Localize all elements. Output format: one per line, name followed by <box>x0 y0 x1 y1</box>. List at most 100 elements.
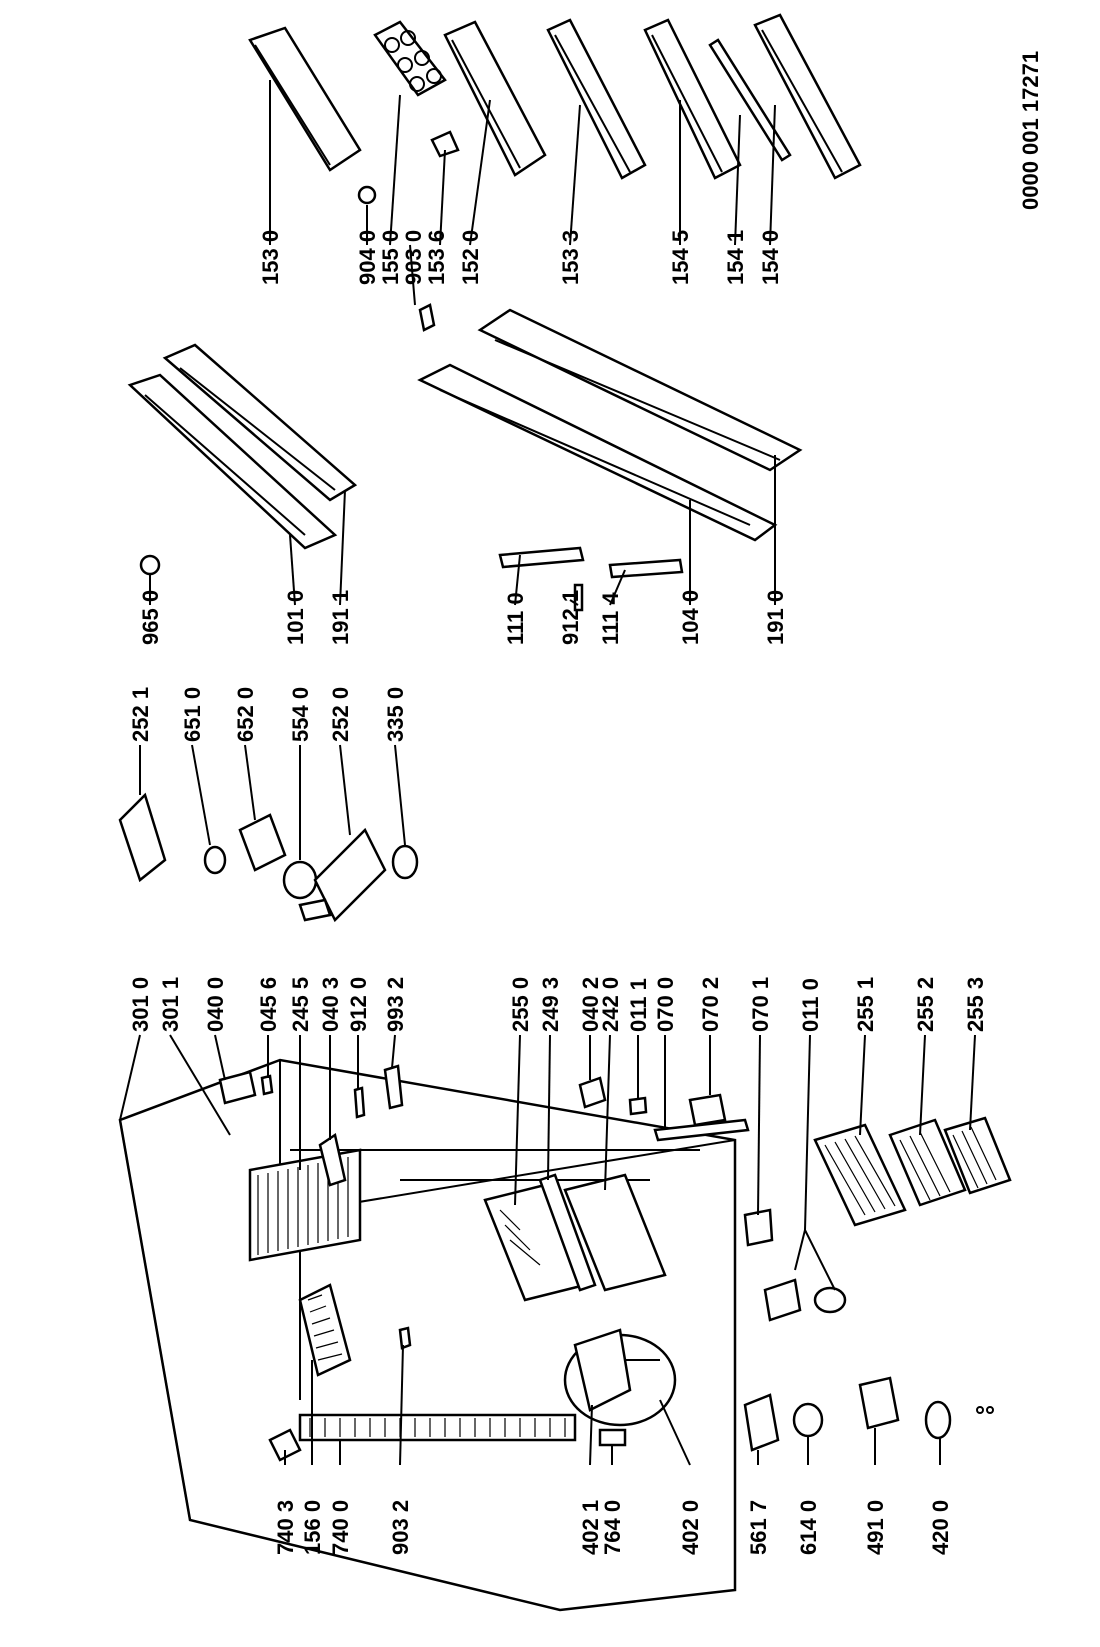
label-420-0: 420 0 <box>928 1500 953 1555</box>
label-255-1: 255 1 <box>853 977 878 1032</box>
label-652-0: 652 0 <box>233 687 258 742</box>
foot-011-0b <box>813 1286 847 1314</box>
shelf-255-1 <box>813 1123 907 1227</box>
label-651-0: 651 0 <box>180 687 205 742</box>
label-153-0: 153 0 <box>258 230 283 285</box>
label-561-7: 561 7 <box>746 1500 771 1555</box>
bracket-040-0 <box>218 1070 257 1105</box>
cover-070-2 <box>688 1093 727 1127</box>
ice-tray-156-0 <box>298 1283 352 1377</box>
label-491-0: 491 0 <box>863 1500 888 1555</box>
gasket-191-0 <box>477 308 803 472</box>
label-740-0: 740 0 <box>328 1500 353 1555</box>
screw-912-0 <box>353 1086 366 1119</box>
leader-lines <box>119 80 976 1466</box>
label-152-0: 152 0 <box>458 230 483 285</box>
kickplate-070-0 <box>653 1118 750 1142</box>
bar-154-1 <box>708 38 792 162</box>
knob-554-0 <box>282 860 318 900</box>
label-764-0: 764 0 <box>600 1500 625 1555</box>
label-111-4: 111 4 <box>598 592 623 645</box>
label-045-6: 045 6 <box>256 977 281 1032</box>
evaporator-245-5 <box>248 1148 362 1262</box>
cabinet <box>118 1058 737 1612</box>
label-111-0: 111 0 <box>503 592 528 645</box>
switch-652-0 <box>238 813 287 872</box>
bulb-651-0 <box>203 845 227 875</box>
label-154-1: 154 1 <box>723 230 748 285</box>
label-993-2: 993 2 <box>383 977 408 1032</box>
label-252-1: 252 1 <box>128 687 153 742</box>
door-bin-154-5 <box>643 18 742 180</box>
shelf-255-3 <box>943 1116 1012 1195</box>
label-011-0: 011 0 <box>798 978 823 1032</box>
label-040-3: 040 3 <box>318 977 343 1032</box>
label-402-1: 402 1 <box>578 1500 603 1555</box>
label-154-0: 154 0 <box>758 230 783 285</box>
foot-011-0a <box>763 1278 802 1322</box>
relay-614-0 <box>792 1402 824 1438</box>
freezer-door-101-0 <box>127 373 338 550</box>
egg-tray-155-0 <box>373 20 447 97</box>
label-912-1: 912 1 <box>558 590 583 645</box>
cover-491-0 <box>858 1376 900 1430</box>
part-561-7 <box>743 1393 780 1452</box>
knob-965-0 <box>139 554 161 576</box>
label-255-0: 255 0 <box>508 977 533 1032</box>
label-614-0: 614 0 <box>796 1500 821 1555</box>
label-153-6: 153 6 <box>424 230 449 285</box>
label-191-0: 191 0 <box>763 590 788 645</box>
strip-111-4 <box>608 558 684 579</box>
thermostat-335-0 <box>391 844 419 880</box>
condenser-740-0 <box>298 1413 577 1442</box>
label-156-0: 156 0 <box>300 1500 325 1555</box>
hinge-040-2 <box>578 1076 607 1109</box>
bracket-402-1 <box>573 1328 632 1412</box>
door-bin-152-0 <box>443 20 547 177</box>
label-912-0: 912 0 <box>346 977 371 1032</box>
label-301-0: 301 0 <box>128 977 153 1032</box>
part-labels: 153 0 904 0 155 0 903 0 153 6 152 0 153 … <box>128 230 988 1555</box>
screw-903-0 <box>418 303 436 332</box>
part-764-0 <box>598 1428 627 1447</box>
label-011-1: 011 1 <box>626 978 651 1032</box>
pin-993-2 <box>383 1064 404 1110</box>
label-301-1: 301 1 <box>158 977 183 1032</box>
label-191-1: 191 1 <box>328 590 353 645</box>
door-bin-153-0 <box>248 26 362 172</box>
clip-153-6 <box>430 130 460 158</box>
cover-070-1 <box>743 1208 774 1247</box>
label-153-3: 153 3 <box>558 230 583 285</box>
label-155-0: 155 0 <box>378 230 403 285</box>
shelf-frame-249-3 <box>538 1173 597 1292</box>
label-040-0: 040 0 <box>203 977 228 1032</box>
label-242-0: 242 0 <box>598 977 623 1032</box>
fridge-door-104-0 <box>417 363 778 542</box>
label-903-0: 903 0 <box>401 230 426 285</box>
label-070-1: 070 1 <box>748 977 773 1032</box>
cap-740-3 <box>268 1428 302 1462</box>
door-bin-154-0 <box>753 13 862 180</box>
label-154-5: 154 5 <box>668 230 693 285</box>
hinge-111-0 <box>498 546 585 569</box>
gasket-191-1 <box>162 343 358 502</box>
label-255-3: 255 3 <box>963 977 988 1032</box>
label-040-2: 040 2 <box>578 977 603 1032</box>
capacitor-420-0 <box>924 1400 952 1440</box>
cap-904-0 <box>357 185 377 205</box>
door-bin-153-3 <box>546 18 647 180</box>
label-245-5: 245 5 <box>288 977 313 1032</box>
label-104-0: 104 0 <box>678 590 703 645</box>
screw-903-2 <box>398 1326 412 1350</box>
label-904-0: 904 0 <box>355 230 380 285</box>
label-965-0: 965 0 <box>138 590 163 645</box>
label-249-3: 249 3 <box>538 977 563 1032</box>
label-554-0: 554 0 <box>288 687 313 742</box>
label-101-0: 101 0 <box>283 590 308 645</box>
part-illustrations <box>118 13 1012 1612</box>
cover-252-1 <box>118 792 167 883</box>
label-903-2: 903 2 <box>388 1500 413 1555</box>
label-070-2: 070 2 <box>698 977 723 1032</box>
label-255-2: 255 2 <box>913 977 938 1032</box>
